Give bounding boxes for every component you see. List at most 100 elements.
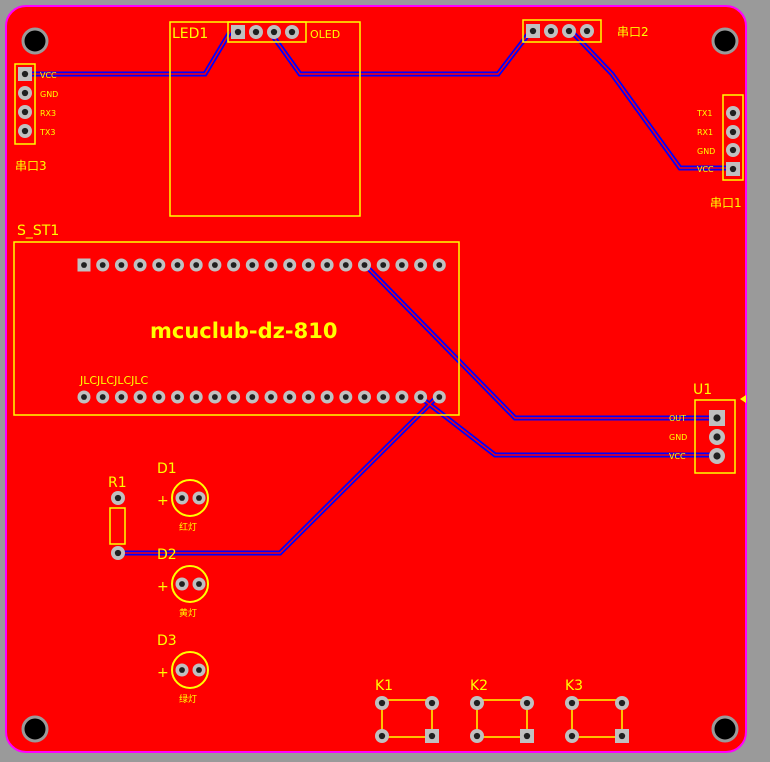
pad-hole	[230, 394, 237, 400]
pad-hole	[398, 394, 405, 400]
pad-hole	[21, 108, 29, 116]
uart3-pin-label: TX3	[39, 128, 55, 137]
pad-hole	[713, 452, 721, 460]
pad-hole	[729, 109, 737, 117]
pad-hole	[179, 495, 185, 501]
u1-pin1-marker	[740, 395, 746, 403]
k1-designator: K1	[375, 678, 393, 694]
pad-hole	[380, 262, 387, 268]
uart1-designator: 串口1	[710, 196, 742, 210]
pad-hole	[118, 394, 125, 400]
d3-designator: D3	[157, 633, 177, 649]
pad-hole	[21, 89, 29, 97]
uart2-designator: 串口2	[617, 25, 649, 39]
pad-hole	[196, 495, 202, 501]
pad-hole	[211, 394, 218, 400]
d1-color-label: 红灯	[179, 521, 197, 533]
pad-hole	[565, 27, 573, 35]
u1-designator: U1	[693, 382, 712, 398]
pad-hole	[568, 732, 576, 740]
pad-hole	[196, 667, 202, 673]
uart3-pin-label: VCC	[40, 71, 57, 80]
k2-designator: K2	[470, 678, 488, 694]
pad-hole	[179, 581, 185, 587]
oled-label: OLED	[310, 28, 340, 41]
uart1-pin-label: VCC	[697, 165, 714, 174]
pad-hole	[234, 28, 242, 36]
pad-hole	[99, 394, 106, 400]
pad-hole	[99, 262, 106, 268]
pad-hole	[729, 165, 737, 173]
board-title: mcuclub-dz-810	[150, 319, 337, 343]
silkscreen-outlines	[13, 19, 744, 738]
pad-hole	[118, 262, 125, 268]
pad-hole	[174, 262, 181, 268]
pad-hole	[618, 732, 626, 740]
pad-hole	[428, 699, 436, 707]
pad-hole	[398, 262, 405, 268]
pad-hole	[324, 262, 331, 268]
d1-plus: +	[157, 493, 169, 509]
pad-hole	[193, 394, 200, 400]
pad-hole	[155, 394, 162, 400]
pad-hole	[428, 732, 436, 740]
pad-hole	[268, 394, 274, 400]
pad-hole	[21, 127, 29, 135]
pad-hole	[378, 699, 386, 707]
u1-pin-label: OUT	[669, 414, 686, 423]
pad-hole	[114, 494, 122, 502]
d3-color-label: 绿灯	[179, 693, 197, 705]
pad-hole	[342, 394, 349, 400]
pad-hole	[713, 414, 721, 422]
pad-hole	[729, 128, 737, 136]
u1-pin-label: VCC	[669, 452, 686, 461]
pad-hole	[174, 394, 181, 400]
pad-hole	[380, 394, 387, 400]
pad-hole	[378, 732, 386, 740]
pad-hole	[193, 262, 200, 268]
r1-designator: R1	[108, 475, 127, 491]
pad-hole	[211, 262, 218, 268]
u1-pin-label: GND	[669, 433, 687, 442]
uart1-pin-label: TX1	[696, 109, 712, 118]
pad-hole	[361, 394, 368, 400]
pad-hole	[473, 699, 481, 707]
d2-designator: D2	[157, 547, 177, 563]
pad-hole	[114, 549, 122, 557]
pad-hole	[252, 28, 260, 36]
pad-hole	[417, 394, 424, 400]
uart1-pin-label: GND	[697, 147, 715, 156]
d3-plus: +	[157, 665, 169, 681]
led-outlines	[171, 479, 209, 689]
pad-hole	[523, 732, 531, 740]
jlc-silk-text: JLCJLCJLCJLC	[79, 374, 149, 387]
pad-hole	[249, 394, 256, 400]
pad-hole	[155, 262, 162, 268]
pad-hole	[196, 581, 202, 587]
pad-hole	[417, 262, 424, 268]
pad-hole	[713, 433, 721, 441]
s-st1-designator: S_ST1	[17, 223, 59, 239]
pcb-pad-icon	[18, 24, 740, 743]
pad-hole	[529, 27, 537, 35]
pad-hole	[230, 262, 237, 268]
k3-designator: K3	[565, 678, 583, 694]
uart3-designator: 串口3	[15, 159, 47, 173]
pad-hole	[324, 394, 331, 400]
pad-hole	[268, 262, 274, 268]
pad-hole	[361, 262, 368, 268]
led1-designator: LED1	[172, 26, 208, 42]
pad-hole	[286, 394, 293, 400]
pad-hole	[249, 262, 256, 268]
pad-hole	[305, 394, 312, 400]
pad-hole	[729, 146, 737, 154]
pad-hole	[270, 28, 278, 36]
pad-hole	[81, 262, 87, 268]
d2-color-label: 黄灯	[179, 607, 197, 619]
pad-hole	[21, 70, 29, 78]
pad-hole	[473, 732, 481, 740]
pad-hole	[137, 394, 144, 400]
d1-designator: D1	[157, 461, 177, 477]
pad-hole	[523, 699, 531, 707]
